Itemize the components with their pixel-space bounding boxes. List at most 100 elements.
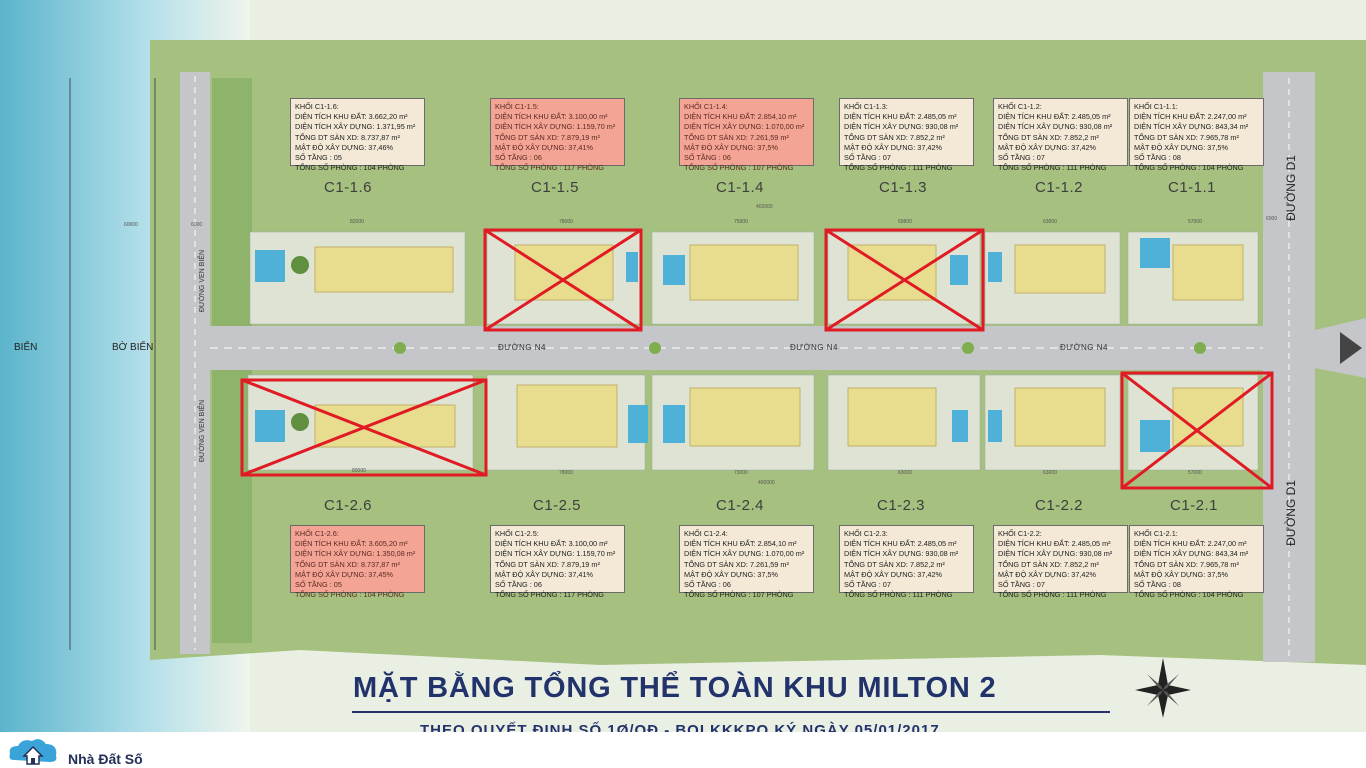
block-code-c1-1-5: C1-1.5 (531, 179, 580, 196)
info-density: MẬT ĐỘ XÂY DỰNG: 37,41% (495, 142, 594, 152)
dimension-bottom-total: 400000 (758, 480, 775, 486)
info-floors: SỐ TẦNG : 05 (295, 153, 342, 163)
dimension-top-6: 57000 (1188, 219, 1202, 225)
dimension-road-d1: 6000 (1266, 216, 1278, 222)
info-floors: SỐ TẦNG : 07 (844, 580, 891, 590)
info-site-area: DIỆN TÍCH KHU ĐẤT: 2.485,05 m² (844, 539, 957, 549)
info-name: KHỐI C1-1.5: (495, 102, 539, 111)
dimension-top-4: 69800 (898, 219, 912, 225)
info-name: KHỐI C1-2.4: (684, 529, 728, 538)
info-rooms: TỔNG SỐ PHÒNG : 104 PHÒNG (1134, 590, 1244, 600)
info-density: MẬT ĐỘ XÂY DỰNG: 37,42% (844, 569, 943, 579)
info-site-area: DIỆN TÍCH KHU ĐẤT: 2.247,00 m² (1134, 539, 1247, 549)
info-build-area: DIỆN TÍCH XÂY DỰNG: 930,08 m² (998, 549, 1113, 559)
road-d1-label-top: ĐƯỜNG D1 (1284, 155, 1298, 221)
road-n4-label-1: ĐƯỜNG N4 (498, 343, 546, 352)
block-code-c1-2-1: C1-2.1 (1170, 497, 1219, 514)
info-rooms: TỔNG SỐ PHÒNG : 107 PHÒNG (684, 163, 794, 173)
info-build-area: DIỆN TÍCH XÂY DỰNG: 930,08 m² (998, 122, 1113, 132)
dimension-bottom-4: 63000 (898, 470, 912, 476)
info-name: KHỐI C1-2.5: (495, 529, 539, 538)
info-rooms: TỔNG SỐ PHÒNG : 117 PHÒNG (495, 163, 604, 173)
info-name: KHỐI C1-1.2: (998, 102, 1042, 111)
road-n4-label-3: ĐƯỜNG N4 (1060, 343, 1108, 352)
info-floors: SỐ TẦNG : 07 (998, 580, 1045, 590)
info-rooms: TỔNG SỐ PHÒNG : 104 PHÒNG (295, 163, 405, 173)
info-box-c1-2-5: KHỐI C1-2.5:DIỆN TÍCH KHU ĐẤT: 3.100,00 … (490, 525, 625, 599)
info-name: KHỐI C1-2.3: (844, 529, 888, 538)
buildings (314, 244, 1244, 448)
info-density: MẬT ĐỘ XÂY DỰNG: 37,45% (295, 569, 394, 579)
shore-label: BỜ BIỂN (112, 342, 154, 353)
dimension-top-1: 82000 (350, 219, 364, 225)
info-floor-area: TỔNG DT SÀN XD: 7.852,2 m² (998, 559, 1099, 569)
info-floor-area: TỔNG DT SÀN XD: 7.852,2 m² (998, 132, 1099, 142)
info-floor-area: TỔNG DT SÀN XD: 7.852,2 m² (844, 132, 945, 142)
info-box-c1-1-4: KHỐI C1-1.4:DIỆN TÍCH KHU ĐẤT: 2.854,10 … (679, 98, 814, 172)
dimension-top-5: 63000 (1043, 219, 1057, 225)
info-build-area: DIỆN TÍCH XÂY DỰNG: 843,34 m² (1134, 549, 1249, 559)
info-density: MẬT ĐỘ XÂY DỰNG: 37,5% (1134, 142, 1228, 152)
info-floor-area: TỔNG DT SÀN XD: 7.879,19 m² (495, 559, 600, 569)
info-site-area: DIỆN TÍCH KHU ĐẤT: 2.485,05 m² (844, 112, 957, 122)
block-code-c1-1-4: C1-1.4 (716, 179, 765, 196)
info-floors: SỐ TẦNG : 07 (998, 153, 1045, 163)
sea-label: BIỂN (14, 342, 38, 353)
info-floor-area: TỔNG DT SÀN XD: 8.737,87 m² (295, 559, 400, 569)
road-n4-label-2: ĐƯỜNG N4 (790, 343, 838, 352)
info-rooms: TỔNG SỐ PHÒNG : 104 PHÒNG (295, 590, 405, 600)
info-build-area: DIỆN TÍCH XÂY DỰNG: 1.371,95 m² (295, 122, 416, 132)
info-box-c1-1-3: KHỐI C1-1.3:DIỆN TÍCH KHU ĐẤT: 2.485,05 … (839, 98, 974, 172)
dimension-top-2: 78000 (559, 219, 573, 225)
pools (255, 238, 1170, 452)
info-floor-area: TỔNG DT SÀN XD: 7.261,59 m² (684, 559, 789, 569)
dimension-bottom-5: 63000 (1043, 470, 1057, 476)
info-density: MẬT ĐỘ XÂY DỰNG: 37,42% (998, 569, 1097, 579)
coastal-road-label-top: ĐƯỜNG VEN BIỂN (199, 250, 206, 313)
info-floors: SỐ TẦNG : 06 (495, 580, 542, 590)
info-site-area: DIỆN TÍCH KHU ĐẤT: 2.485,05 m² (998, 112, 1111, 122)
info-site-area: DIỆN TÍCH KHU ĐẤT: 3.100,00 m² (495, 112, 608, 122)
info-name: KHỐI C1-2.6: (295, 529, 339, 538)
info-rooms: TỔNG SỐ PHÒNG : 107 PHÒNG (684, 590, 794, 600)
block-code-c1-1-6: C1-1.6 (324, 179, 373, 196)
info-density: MẬT ĐỘ XÂY DỰNG: 37,42% (998, 142, 1097, 152)
dimension-top-total: 402000 (756, 204, 773, 210)
info-rooms: TỔNG SỐ PHÒNG : 111 PHÒNG (998, 590, 1107, 600)
info-name: KHỐI C1-1.3: (844, 102, 888, 111)
info-name: KHỐI C1-2.1: (1134, 529, 1178, 538)
info-build-area: DIỆN TÍCH XÂY DỰNG: 1.070,00 m² (684, 549, 805, 559)
info-build-area: DIỆN TÍCH XÂY DỰNG: 1.350,08 m² (295, 549, 416, 559)
block-code-c1-1-3: C1-1.3 (879, 179, 928, 196)
info-site-area: DIỆN TÍCH KHU ĐẤT: 2.485,05 m² (998, 539, 1111, 549)
dimension-bottom-6: 57000 (1188, 470, 1202, 476)
block-code-c1-2-6: C1-2.6 (324, 497, 373, 514)
info-build-area: DIỆN TÍCH XÂY DỰNG: 1.159,70 m² (495, 549, 616, 559)
info-name: KHỐI C1-1.1: (1134, 102, 1178, 111)
info-floor-area: TỔNG DT SÀN XD: 7.965,78 m² (1134, 132, 1239, 142)
info-site-area: DIỆN TÍCH KHU ĐẤT: 2.247,00 m² (1134, 112, 1247, 122)
info-box-c1-2-3: KHỐI C1-2.3:DIỆN TÍCH KHU ĐẤT: 2.485,05 … (839, 525, 974, 599)
info-site-area: DIỆN TÍCH KHU ĐẤT: 3.100,00 m² (495, 539, 608, 549)
info-rooms: TỔNG SỐ PHÒNG : 111 PHÒNG (844, 590, 953, 600)
info-site-area: DIỆN TÍCH KHU ĐẤT: 3.605,20 m² (295, 539, 408, 549)
info-floor-area: TỔNG DT SÀN XD: 7.965,78 m² (1134, 559, 1239, 569)
info-name: KHỐI C1-1.6: (295, 102, 339, 111)
dimension-road: 6000 (191, 222, 203, 228)
info-floor-area: TỔNG DT SÀN XD: 7.879,19 m² (495, 132, 600, 142)
info-build-area: DIỆN TÍCH XÂY DỰNG: 1.159,70 m² (495, 122, 616, 132)
footer-bar (0, 732, 1366, 768)
info-rooms: TỔNG SỐ PHÒNG : 111 PHÒNG (998, 163, 1107, 173)
block-code-c1-2-5: C1-2.5 (533, 497, 582, 514)
dimension-bottom-3: 73000 (734, 470, 748, 476)
info-site-area: DIỆN TÍCH KHU ĐẤT: 2.854,10 m² (684, 112, 797, 122)
block-code-c1-2-2: C1-2.2 (1035, 497, 1084, 514)
info-floors: SỐ TẦNG : 07 (844, 153, 891, 163)
info-build-area: DIỆN TÍCH XÂY DỰNG: 1.070,00 m² (684, 122, 805, 132)
block-code-c1-2-3: C1-2.3 (877, 497, 926, 514)
info-site-area: DIỆN TÍCH KHU ĐẤT: 3.662,20 m² (295, 112, 408, 122)
info-rooms: TỔNG SỐ PHÒNG : 111 PHÒNG (844, 163, 953, 173)
info-floors: SỐ TẦNG : 06 (495, 153, 542, 163)
info-density: MẬT ĐỘ XÂY DỰNG: 37,42% (844, 142, 943, 152)
info-box-c1-1-2: KHỐI C1-1.2:DIỆN TÍCH KHU ĐẤT: 2.485,05 … (993, 98, 1128, 172)
